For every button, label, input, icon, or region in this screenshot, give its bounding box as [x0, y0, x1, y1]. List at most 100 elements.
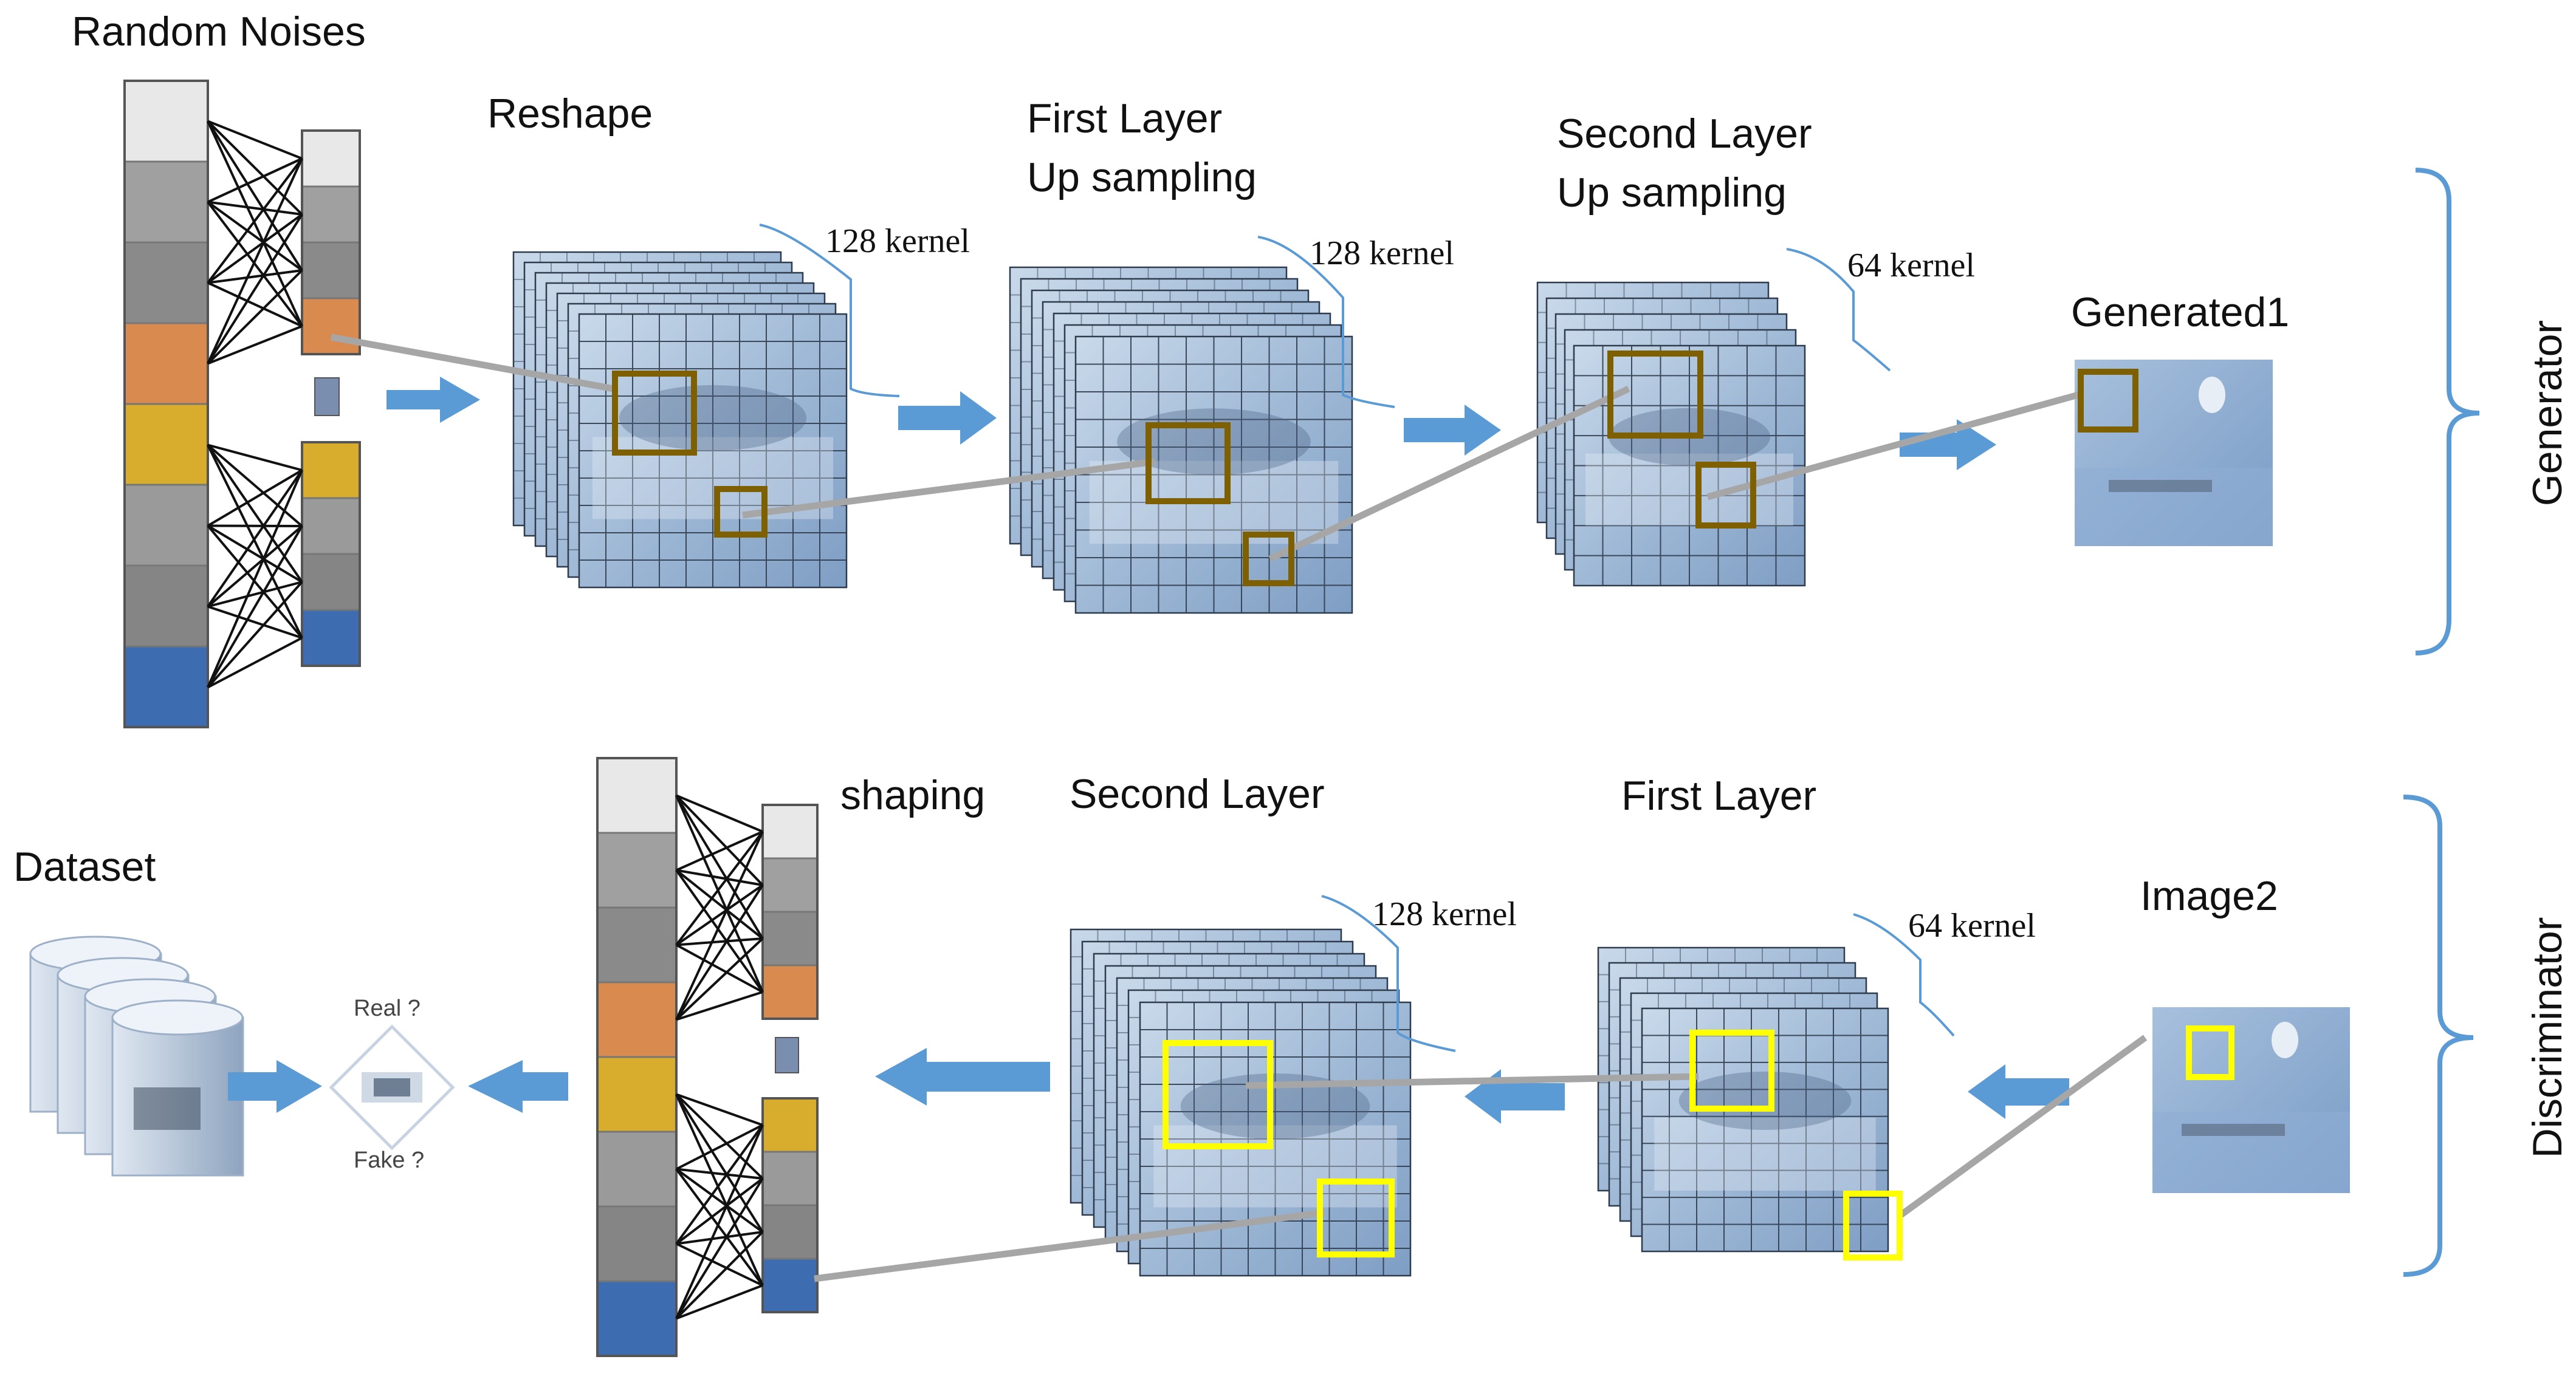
- gen-arrow-2: [898, 391, 997, 445]
- disc-first-layer-kernel-brace: [1853, 913, 1955, 1037]
- reshape-kernel-brace: [759, 224, 900, 397]
- connection-line: [675, 830, 764, 946]
- connection-line: [207, 157, 303, 204]
- discriminator-fully-connected-lines: [675, 794, 764, 1320]
- connection-line: [676, 1124, 763, 1171]
- dataset-label: Dataset: [13, 844, 156, 890]
- generator-bracket: [2415, 168, 2480, 655]
- noise-strip-right-top-cell: [301, 297, 361, 355]
- disc-strip-right-top-border: [761, 804, 819, 1020]
- discriminator-input-image: [2152, 1007, 2350, 1193]
- disc-strip-left-cell: [596, 981, 678, 1058]
- connection-line: [207, 281, 303, 327]
- discriminator-feature-strip-left: [596, 757, 678, 1357]
- connection-line: [207, 469, 303, 607]
- disc-strip-right-bottom-border: [761, 1097, 819, 1313]
- connection-line: [676, 869, 763, 886]
- disc-strip-right-bottom-cell: [761, 1097, 819, 1153]
- second-layer-kernel-brace: [1786, 248, 1891, 372]
- connection-line: [675, 869, 764, 940]
- connection-line: [207, 120, 303, 327]
- connection-line: [207, 443, 303, 527]
- generated-output-image: [2075, 360, 2273, 546]
- noise-strip-right-top-border: [301, 129, 361, 355]
- connection-line: [207, 605, 303, 639]
- noise-strip-right-top-cell: [301, 241, 361, 299]
- disc-arrow-5: [228, 1060, 322, 1113]
- noise-strip-right-bottom-border: [301, 441, 361, 667]
- connection-line: [207, 524, 303, 583]
- connection-line: [207, 200, 303, 272]
- disc-strip-left-cell: [596, 1056, 678, 1133]
- connection-line: [207, 213, 303, 364]
- noise-strip-left-cell: [123, 484, 209, 567]
- connection-line: [676, 991, 763, 1021]
- reshape-label: Reshape: [487, 91, 653, 137]
- connection-line: [207, 213, 303, 284]
- disc-strip-left-border: [596, 757, 678, 1357]
- noise-strip-left-cell: [123, 80, 209, 163]
- second-layer-kernel-label: 64 kernel: [1847, 247, 1975, 284]
- disc-strip-left-cell: [596, 1205, 678, 1282]
- noise-strip-left-border: [123, 80, 209, 728]
- generator-second-layer-feature-maps: [1536, 281, 1806, 587]
- discriminator-connector-lines: [814, 1035, 2148, 1282]
- first-layer-grid: [1076, 337, 1352, 613]
- noise-strip-right-bottom-cell: [301, 497, 361, 555]
- connection-line: [675, 1093, 764, 1286]
- disc-strip-right-bottom-cell: [761, 1204, 819, 1260]
- connection-line: [675, 937, 764, 1021]
- connection-line: [675, 1093, 764, 1233]
- disc-strip-left-cell: [596, 832, 678, 909]
- connection-line: [675, 1124, 764, 1319]
- generator-noise-strip-left: [123, 80, 209, 728]
- fake-question-label: Fake ?: [354, 1148, 424, 1173]
- noise-strip-right-top-cell: [301, 129, 361, 188]
- real-fake-decision: [329, 1024, 455, 1151]
- reshape-grid: [579, 314, 847, 587]
- connection-line: [675, 795, 764, 993]
- connection-line: [676, 794, 763, 833]
- second-layer-car-shape: [1585, 453, 1793, 526]
- disc-second-layer-car-shape: [1153, 1125, 1397, 1208]
- connection-line: [207, 524, 303, 527]
- connection-line: [675, 1177, 764, 1245]
- connection-line: [676, 1231, 763, 1245]
- connection-line: [676, 1168, 763, 1180]
- connection-line: [207, 469, 303, 527]
- discriminator-second-layer-feature-maps: [1070, 928, 1412, 1277]
- first-layer-kernel-label: 128 kernel: [1310, 234, 1454, 272]
- reshape-car-roof: [619, 385, 806, 451]
- noise-strip-right-bottom-cell: [301, 441, 361, 499]
- noise-strip-right-bottom-cell: [301, 609, 361, 667]
- first-layer-label-line2: Up sampling: [1027, 154, 1257, 200]
- disc-second-layer-label: Second Layer: [1070, 771, 1325, 817]
- disc-strip-right-top-cell: [761, 857, 819, 913]
- connection-line: [207, 120, 303, 272]
- generator-first-layer-feature-maps: [1009, 266, 1353, 614]
- connection-line: [207, 444, 303, 638]
- gen-arrow-3: [1404, 405, 1501, 456]
- shaping-label: shaping: [840, 772, 985, 818]
- disc-strip-middle-chip: [775, 1037, 799, 1073]
- connection-line: [207, 581, 303, 688]
- connection-line: [675, 1168, 764, 1233]
- disc-strip-right-bottom-cell: [761, 1151, 819, 1206]
- connection-line: [207, 158, 303, 364]
- disc-arrow-4: [468, 1060, 568, 1113]
- connection-line: [207, 269, 303, 364]
- connection-line: [675, 1177, 764, 1319]
- connection-line: [675, 884, 764, 1021]
- connection-line: [676, 1242, 763, 1287]
- connection-line: [676, 937, 763, 946]
- connection-line: [675, 884, 764, 946]
- noise-strip-left-cell: [123, 160, 209, 244]
- discriminator-feature-strip-right: [761, 804, 819, 1313]
- dataset-cylinder-top: [111, 999, 244, 1036]
- real-question-label: Real ?: [354, 996, 421, 1021]
- connection-line: [676, 830, 763, 872]
- generator-bracket-label: Generator: [2524, 320, 2571, 506]
- generated-output-label: Generated1: [2071, 289, 2289, 335]
- connection-line: [675, 795, 764, 886]
